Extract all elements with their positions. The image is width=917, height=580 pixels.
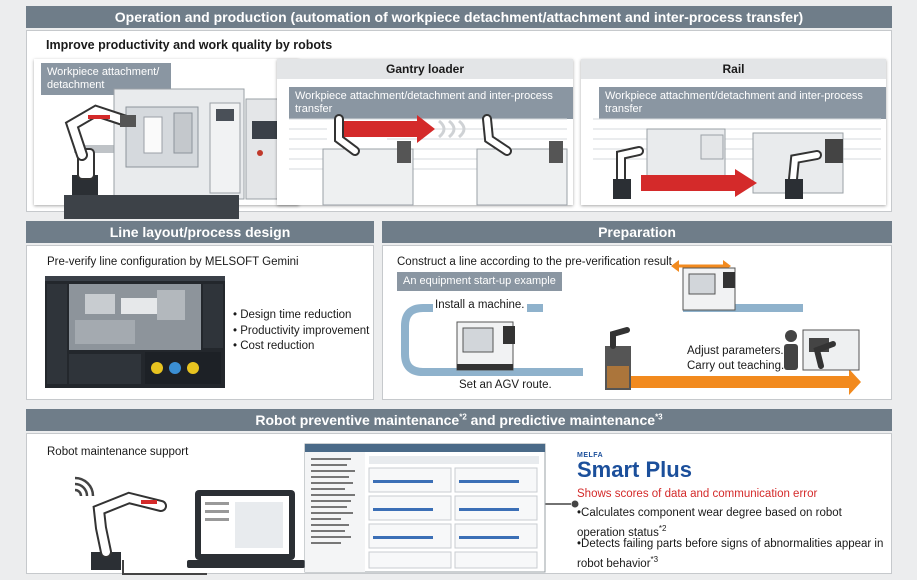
robot-arm-icon bbox=[64, 104, 136, 195]
transfer-arrow-icon bbox=[343, 115, 435, 143]
layout-heading: Pre-verify line configuration by MELSOFT… bbox=[47, 256, 299, 268]
maintenance-band: Robot preventive maintenance*2 and predi… bbox=[26, 409, 892, 431]
bullet-2-text: •Detects failing parts before signs of a… bbox=[577, 538, 884, 570]
footnote-3: *3 bbox=[650, 555, 659, 564]
footnote-3: *3 bbox=[655, 412, 663, 422]
robot-arm-icon bbox=[91, 491, 167, 570]
rail-title: Rail bbox=[581, 59, 886, 79]
smartplus-logo: MELFA Smart Plus bbox=[577, 452, 692, 481]
gemini-screenshot bbox=[45, 276, 225, 388]
wifi-signal-icon bbox=[74, 476, 95, 497]
operation-panel: Improve productivity and work quality by… bbox=[26, 30, 892, 219]
gantry-tag: Workpiece attachment/detachment and inte… bbox=[289, 87, 573, 119]
cnc-machine-icon bbox=[682, 267, 736, 311]
startup-tag: An equipment start-up example bbox=[397, 272, 562, 291]
cnc-machine-icon bbox=[456, 321, 515, 371]
layout-band: Line layout/process design bbox=[26, 221, 374, 243]
layout-benefits: Design time reduction Productivity impro… bbox=[233, 308, 369, 355]
preparation-band: Preparation bbox=[382, 221, 892, 243]
rail-arrow-icon bbox=[641, 169, 757, 197]
step-install: Install a machine. bbox=[433, 298, 527, 313]
smartplus-red-text: Shows scores of data and communication e… bbox=[577, 488, 818, 500]
operator-icon bbox=[784, 329, 860, 371]
step-adjust-2: Carry out teaching. bbox=[687, 360, 785, 372]
maintenance-bullet-1: •Calculates component wear degree based … bbox=[577, 506, 877, 541]
maintenance-band-title-b: and predictive maintenance bbox=[466, 412, 656, 428]
maintenance-software-screenshot bbox=[304, 443, 546, 573]
agv-route-track bbox=[401, 260, 861, 395]
benefit-item: Productivity improvement bbox=[233, 324, 369, 340]
agv-icon bbox=[605, 327, 631, 390]
workpiece-card: Workpiece attachment/ detachment bbox=[34, 59, 299, 219]
footnote-2: *2 bbox=[658, 524, 667, 533]
operation-subtitle: Improve productivity and work quality by… bbox=[46, 38, 333, 52]
step-agv: Set an AGV route. bbox=[459, 379, 552, 391]
maintenance-heading: Robot maintenance support bbox=[47, 446, 189, 458]
workpiece-tag: Workpiece attachment/ detachment bbox=[41, 63, 171, 95]
logo-main: Smart Plus bbox=[577, 457, 692, 482]
maintenance-bullet-2: •Detects failing parts before signs of a… bbox=[577, 537, 887, 572]
gantry-scene bbox=[289, 114, 568, 206]
maintenance-band-title-a: Robot preventive maintenance bbox=[255, 412, 460, 428]
laptop-icon bbox=[187, 490, 305, 568]
rail-card: Rail Workpiece attachment/detachment and… bbox=[581, 59, 886, 205]
connector-line bbox=[122, 500, 579, 575]
logo-small: MELFA bbox=[577, 452, 604, 459]
operation-band: Operation and production (automation of … bbox=[26, 6, 892, 28]
layout-panel: Pre-verify line configuration by MELSOFT… bbox=[26, 245, 374, 400]
step-adjust-1: Adjust parameters. bbox=[687, 345, 784, 357]
footnote-2: *2 bbox=[459, 412, 467, 422]
rail-tag: Workpiece attachment/detachment and inte… bbox=[599, 87, 886, 119]
bullet-1-text: •Calculates component wear degree based … bbox=[577, 507, 842, 539]
benefit-item: Design time reduction bbox=[233, 308, 369, 324]
orange-arrow-icon bbox=[613, 369, 861, 395]
gantry-title: Gantry loader bbox=[277, 59, 573, 79]
maintenance-panel: Robot maintenance support bbox=[26, 433, 892, 575]
rail-scene bbox=[593, 118, 881, 199]
preparation-heading: Construct a line according to the pre-ve… bbox=[397, 256, 672, 268]
benefit-item: Cost reduction bbox=[233, 339, 369, 355]
gantry-card: Gantry loader Workpiece attachment/detac… bbox=[277, 59, 573, 206]
preparation-panel: Construct a line according to the pre-ve… bbox=[382, 245, 892, 400]
